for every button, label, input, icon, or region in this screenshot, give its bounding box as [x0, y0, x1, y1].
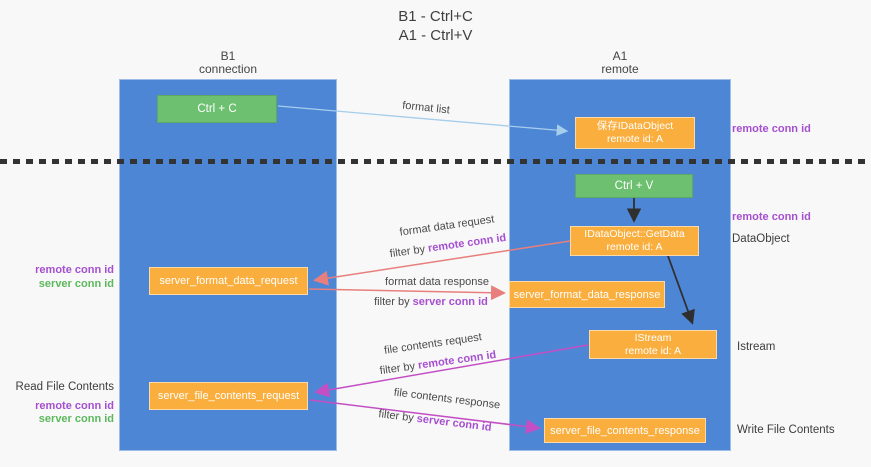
server-format-data-request-label: server_format_data_request	[159, 275, 298, 287]
column-a1-role: remote	[601, 62, 639, 76]
node-save-idataobject: 保存IDataObject remote id: A	[575, 117, 695, 149]
filter-by-text: filter by	[377, 408, 415, 425]
server-conn-id-text: server conn id	[416, 412, 493, 434]
title-line-a1: A1 - Ctrl+V	[398, 27, 473, 44]
right-label-remote-conn-id-mid: remote conn id	[732, 211, 811, 223]
node-ctrl-v: Ctrl + V	[575, 174, 693, 198]
server-conn-id-text: server conn id	[412, 296, 488, 308]
node-idataobject-getdata: IDataObject::GetData remote id: A	[570, 226, 699, 256]
title-line-b1: B1 - Ctrl+C	[398, 8, 473, 25]
label-format-list: format list	[401, 99, 451, 117]
node-server-file-contents-request: server_file_contents_request	[149, 382, 308, 410]
right-label-dataobject: DataObject	[732, 233, 790, 245]
right-label-write-file-contents: Write File Contents	[737, 424, 835, 436]
right-label-remote-conn-id-top: remote conn id	[732, 123, 811, 135]
node-ctrl-c: Ctrl + C	[157, 95, 277, 123]
getdata-line2: remote id: A	[606, 241, 663, 253]
istream-line1: IStream	[634, 331, 672, 344]
server-file-contents-request-label: server_file_contents_request	[157, 390, 300, 402]
remote-conn-id-text: remote conn id	[427, 231, 507, 255]
node-istream: IStream remote id: A	[589, 330, 717, 359]
column-a1-name: A1	[612, 49, 628, 63]
column-b1-role: connection	[198, 62, 258, 76]
node-server-format-data-response: server_format_data_response	[509, 281, 665, 308]
left-label-remote-conn-id-1: remote conn id	[35, 264, 114, 276]
label-file-contents-response: file contents response	[393, 386, 501, 412]
format-data-response-arrow	[308, 285, 506, 301]
label-format-data-response: format data response	[385, 276, 489, 288]
server-file-contents-response-label: server_file_contents_response	[550, 424, 700, 437]
column-b1-name: B1	[220, 49, 236, 63]
left-label-server-conn-id-1: server conn id	[38, 278, 114, 290]
left-label-server-conn-id-2: server conn id	[38, 413, 114, 425]
filter-by-text: filter by	[389, 243, 426, 261]
save-idataobject-line1: 保存IDataObject	[596, 120, 674, 132]
node-server-file-contents-response: server_file_contents_response	[544, 418, 706, 443]
session-separator-dashed-line	[0, 159, 871, 164]
column-header-a1: A1 remote	[509, 50, 731, 76]
node-ctrl-c-label: Ctrl + C	[197, 103, 237, 115]
node-ctrl-v-label: Ctrl + V	[614, 180, 654, 192]
server-format-data-response-label: server_format_data_response	[513, 288, 661, 301]
filter-by-text: filter by	[374, 296, 410, 308]
filter-by-text: filter by	[379, 360, 416, 378]
node-server-format-data-request: server_format_data_request	[149, 267, 308, 295]
getdata-line1: IDataObject::GetData	[584, 228, 685, 240]
left-label-read-file-contents: Read File Contents	[15, 381, 114, 393]
remote-conn-id-text: remote conn id	[417, 348, 497, 372]
column-header-b1: B1 connection	[119, 50, 337, 76]
istream-line2: remote id: A	[624, 344, 682, 357]
diagram-title: B1 - Ctrl+C A1 - Ctrl+V	[0, 7, 871, 45]
right-label-istream: Istream	[737, 341, 776, 353]
left-label-remote-conn-id-2: remote conn id	[35, 400, 114, 412]
save-idataobject-line2: remote id: A	[606, 133, 664, 145]
label-filter-by-server-conn-id-1: filter by server conn id	[351, 296, 511, 308]
